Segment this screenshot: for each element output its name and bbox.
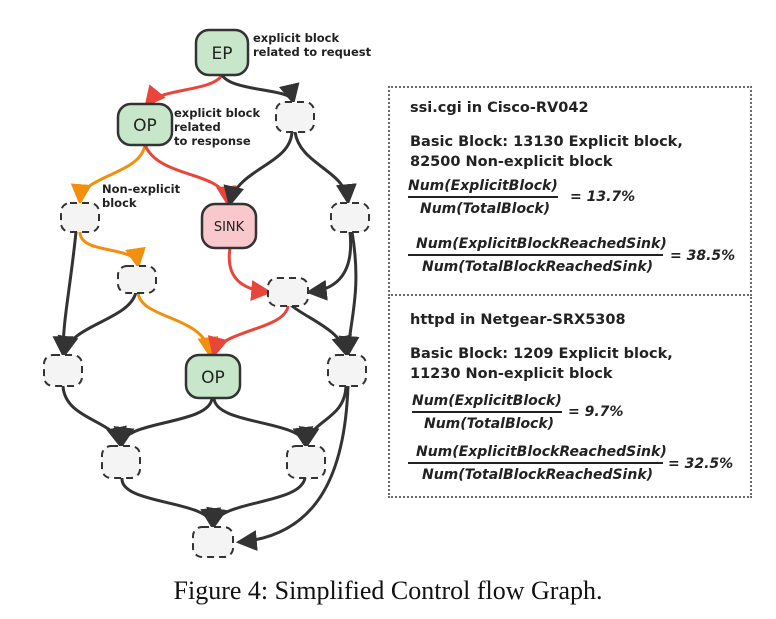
fraction-bar	[412, 411, 562, 413]
fraction-numerator: Num(ExplicitBlock)	[408, 178, 558, 194]
edge-d2-e	[206, 476, 307, 530]
edge-m-r1	[290, 304, 352, 358]
edge-opmid-d2	[212, 396, 314, 449]
block-count-line1: Basic Block: 1209 Explicit block,	[410, 346, 673, 362]
edge-n1-l1	[52, 230, 78, 358]
edge-b2-m	[305, 230, 353, 301]
fraction-numerator: Num(ExplicitBlock)	[412, 393, 562, 409]
figure-caption: Figure 4: Simplified Control flow Graph.	[173, 576, 603, 605]
ep-annotation-line1: explicit block	[253, 31, 339, 45]
edge-n2-opmid	[136, 290, 219, 359]
stats-panel-netgear: httpd in Netgear-SRX5308 Basic Block: 12…	[388, 294, 752, 498]
op-annotation-line1: explicit block	[174, 106, 260, 120]
sink-ratio-fraction: Num(ExplicitBlockReachedSink) Num(TotalB…	[408, 236, 667, 275]
ep-node-label: EP	[212, 44, 233, 64]
edge-b1-sink	[223, 130, 294, 208]
fraction-numerator: Num(ExplicitBlockReachedSink)	[416, 236, 667, 252]
block-count-line1: Basic Block: 13130 Explicit block,	[410, 134, 683, 150]
fraction-denominator: Num(TotalBlockReachedSink)	[422, 467, 654, 483]
edge-r1-d2	[298, 384, 348, 449]
block-count-line2: 11230 Non-explicit block	[410, 366, 613, 382]
explicit-ratio-fraction: Num(ExplicitBlock) Num(TotalBlock)	[412, 393, 562, 432]
edge-b1-b2	[293, 130, 357, 206]
fraction-denominator: Num(TotalBlockReachedSink)	[422, 259, 654, 275]
block-b2	[330, 202, 370, 233]
nonexplicit-annotation-line2: block	[102, 196, 137, 210]
edge-l1-d1	[61, 384, 127, 449]
block-b1	[275, 101, 315, 133]
fraction-numerator: Num(ExplicitBlockReachedSink)	[416, 444, 667, 460]
fraction-bar	[408, 196, 558, 198]
edge-op-n1	[70, 143, 147, 206]
ep-node: EP	[194, 28, 250, 77]
op-annotation-line2: related	[174, 120, 221, 134]
edge-sink-m	[227, 246, 273, 301]
block-e	[192, 526, 234, 558]
explicit-ratio-fraction: Num(ExplicitBlock) Num(TotalBlock)	[408, 178, 558, 217]
edge-n2-l1	[57, 290, 138, 358]
block-r1	[327, 354, 367, 387]
explicit-ratio-value: = 13.7%	[570, 189, 636, 205]
edge-m-opmid	[207, 304, 290, 359]
panel-title: ssi.cgi in Cisco-RV042	[410, 100, 589, 116]
panel-title: httpd in Netgear-SRX5308	[410, 312, 626, 328]
op-node-mid-label: OP	[201, 368, 225, 388]
fraction-denominator: Num(TotalBlock)	[424, 416, 555, 432]
block-d2	[286, 445, 326, 479]
block-m	[267, 277, 309, 307]
op-node-mid: OP	[184, 353, 242, 400]
fraction-bar	[408, 462, 663, 464]
edge-ep-b1	[220, 73, 300, 106]
edge-ep-op	[144, 73, 224, 108]
op-annotation-line3: to response	[174, 134, 251, 148]
op-node-top: OP	[116, 102, 174, 147]
edge-r1-e	[235, 384, 350, 551]
control-flow-graph: EP OP SINK OP explicit block related to …	[43, 28, 372, 558]
sink-ratio-fraction: Num(ExplicitBlockReachedSink) Num(TotalB…	[408, 444, 667, 483]
sink-node-label: SINK	[214, 220, 245, 235]
block-l1	[43, 354, 83, 387]
ep-annotation-line2: related to request	[253, 45, 372, 59]
fraction-denominator: Num(TotalBlock)	[420, 201, 551, 217]
stats-panel-cisco: ssi.cgi in Cisco-RV042 Basic Block: 1313…	[388, 86, 752, 296]
fraction-bar	[408, 254, 663, 256]
sink-ratio-value: = 32.5%	[668, 456, 734, 472]
block-count-line2: 82500 Non-explicit block	[410, 154, 613, 170]
block-n2	[117, 265, 157, 294]
explicit-ratio-value: = 9.7%	[568, 404, 624, 420]
block-n1	[60, 202, 100, 233]
op-node-top-label: OP	[133, 116, 157, 136]
sink-node: SINK	[200, 202, 258, 250]
edge-n1-n2	[78, 230, 146, 270]
edge-opmid-d1	[113, 396, 214, 449]
sink-ratio-value: = 38.5%	[670, 248, 736, 264]
block-d1	[101, 445, 141, 479]
nonexplicit-annotation-line1: Non-explicit	[102, 182, 181, 196]
edge-d1-e	[120, 476, 222, 530]
